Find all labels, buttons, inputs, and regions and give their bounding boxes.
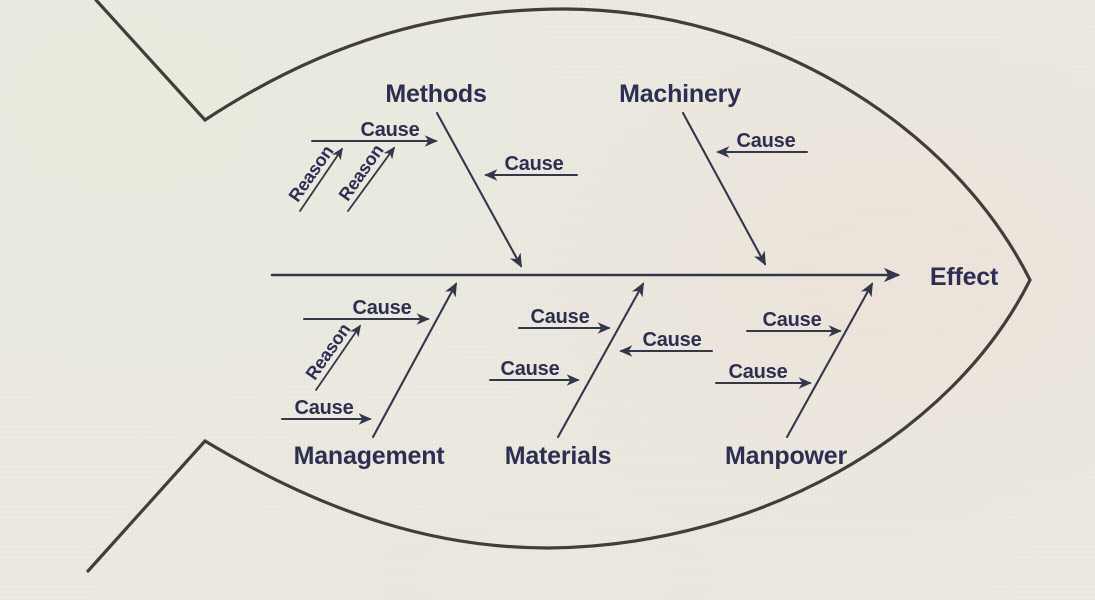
fish-body-top-curve [203,7,1032,282]
branch-label-manpower: Manpower [725,442,847,470]
cause-label-materials-1: Cause [530,306,589,328]
branch-label-methods: Methods [385,80,486,108]
branch-line-management [371,282,458,439]
branch-management: Management Cause Reason Cause [281,282,458,470]
cause-label-materials-2: Cause [500,358,559,380]
branch-label-management: Management [294,442,446,470]
cause-label-manpower-2: Cause [728,361,787,383]
branch-materials: Materials Cause Cause Cause [489,282,713,470]
branch-line-machinery [681,111,767,266]
branch-line-materials [556,282,645,439]
branch-methods: Methods Cause Reason Reason Cause [285,80,578,268]
branch-manpower: Manpower Cause Cause [715,282,874,470]
branch-line-methods [435,111,523,268]
branch-machinery: Machinery Cause [619,80,808,266]
cause-label-materials-3: Cause [642,329,701,351]
cause-label-management-1: Cause [352,297,411,319]
effect-label: Effect [930,263,999,291]
reason-label-methods-2: Reason [335,141,388,205]
cause-label-manpower-1: Cause [762,309,821,331]
cause-label-methods-1: Cause [360,119,419,141]
branch-label-machinery: Machinery [619,80,741,108]
cause-label-machinery-1: Cause [736,130,795,152]
reason-arrow-methods-1 [299,147,343,212]
cause-label-methods-2: Cause [504,153,563,175]
fish-tail-bottom-line [86,439,207,573]
fish-outline [86,0,1032,573]
branch-label-materials: Materials [505,442,612,470]
cause-label-management-2: Cause [294,397,353,419]
fish-tail-top-line [94,0,207,122]
reason-arrow-management-1 [315,324,361,391]
reason-arrow-methods-2 [347,146,395,212]
branch-line-manpower [785,282,874,439]
fish-body-bottom-curve [203,278,1032,550]
